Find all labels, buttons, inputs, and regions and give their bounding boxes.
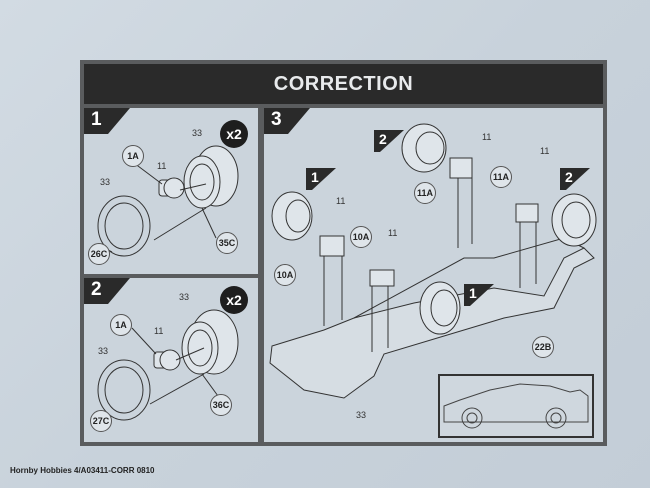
part-11-label: 11	[154, 326, 164, 336]
correction-header: CORRECTION	[84, 64, 603, 104]
step-2-badge: 2	[84, 278, 130, 304]
part-10a-callout: 10A	[274, 264, 296, 286]
part-1a-callout: 1A	[122, 145, 144, 167]
header-title: CORRECTION	[273, 72, 414, 95]
part-33-label: 33	[192, 128, 203, 138]
wheel-ref-flag-2: 2	[560, 168, 590, 190]
step-2-panel: 2 x2 33 11 33 1A 27C 36C	[84, 278, 258, 442]
step-1-panel: 1 x2 33 11 33 1A 26C 35C	[84, 108, 258, 274]
wheel-ref-flag-2: 2	[374, 130, 404, 152]
wheel-ref-flag-1: 1	[306, 168, 336, 190]
part-11-label: 11	[388, 228, 398, 238]
part-11a-callout: 11A	[490, 166, 512, 188]
step-3-badge: 3	[264, 108, 310, 134]
step-3-panel: 3 1 2 2	[264, 108, 603, 442]
part-33-ring-label: 33	[100, 177, 111, 187]
part-11-label: 11	[540, 146, 550, 156]
chassis-assembly-diagram	[269, 123, 597, 399]
footer-code: Hornby Hobbies 4/A03411-CORR 0810	[10, 466, 155, 475]
wheel-assembly-diagram	[97, 309, 239, 421]
wheel-assembly-diagram	[97, 145, 239, 257]
wheel-ref-flag-1: 1	[464, 284, 494, 306]
part-33-label: 33	[356, 410, 367, 420]
step-1-badge: 1	[84, 108, 130, 134]
car-silhouette	[443, 383, 589, 429]
part-1a-callout: 1A	[110, 314, 132, 336]
part-26c-callout: 26C	[88, 243, 110, 265]
part-33-label: 33	[179, 292, 190, 302]
part-22b-callout: 22B	[532, 336, 554, 358]
part-11-label: 11	[336, 196, 346, 206]
part-35c-callout: 35C	[216, 232, 238, 254]
quantity-badge: x2	[220, 286, 248, 314]
part-11a-callout: 11A	[414, 182, 436, 204]
part-27c-callout: 27C	[90, 410, 112, 432]
part-11-label: 11	[482, 132, 492, 142]
car-side-view-inset	[438, 374, 594, 438]
part-36c-callout: 36C	[210, 394, 232, 416]
part-10a-callout: 10A	[350, 226, 372, 248]
part-11-label: 11	[157, 161, 167, 171]
quantity-badge: x2	[220, 120, 248, 148]
part-33-ring-label: 33	[98, 346, 109, 356]
